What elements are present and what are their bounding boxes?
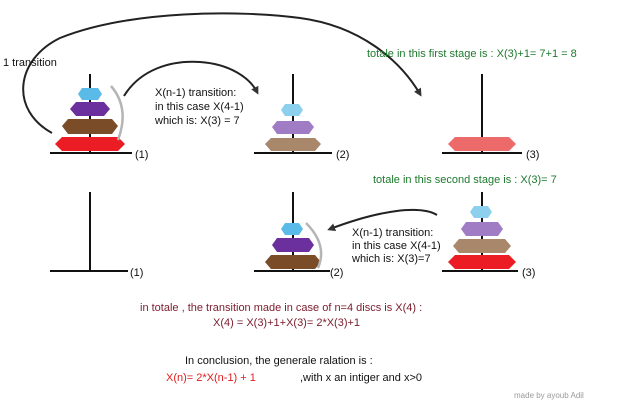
stage1-left-label: 1 transition bbox=[3, 57, 57, 69]
stage2-peg2-disc-3 bbox=[265, 255, 321, 269]
stage2-note-line-1: X(n-1) transition: bbox=[352, 227, 433, 239]
credit-text: made by ayoub Adil bbox=[514, 391, 584, 400]
stage1-disc-4 bbox=[55, 137, 125, 151]
stage2-peg2-disc-2 bbox=[272, 238, 314, 252]
stage1-peg2-disc-3 bbox=[265, 138, 321, 151]
stage2-peg-1 bbox=[50, 192, 128, 272]
stage2-arrow bbox=[327, 208, 438, 231]
stage2-peg3-disc-2 bbox=[461, 222, 503, 236]
stage1-big-arrow bbox=[22, 12, 422, 134]
conclusion-formula: X(n)= 2*X(n-1) + 1 bbox=[166, 372, 256, 384]
stage2-peg-label-3: (3) bbox=[522, 267, 535, 279]
stage1-disc-3 bbox=[62, 119, 118, 134]
stage1-disc-1 bbox=[78, 88, 102, 100]
stage1-note-line-3: which is: X(3) = 7 bbox=[154, 115, 240, 127]
stage2-grey-arc bbox=[305, 222, 323, 269]
stage2-peg3-disc-3 bbox=[453, 239, 511, 253]
stage2-peg3-disc-4 bbox=[448, 255, 516, 269]
stage2-peg3-disc-1 bbox=[470, 206, 492, 218]
stage2-note-line-2: in this case X(4-1) bbox=[352, 240, 441, 252]
stage1-peg2-disc-2 bbox=[272, 121, 314, 134]
stage1-peg-label-1: (1) bbox=[135, 149, 148, 161]
stage1-peg-label-2: (2) bbox=[336, 149, 349, 161]
stage1-grey-arc bbox=[110, 85, 124, 141]
summary-line-1: in totale , the transition made in case … bbox=[140, 302, 422, 314]
summary-line-2: X(4) = X(3)+1+X(3)= 2*X(3)+1 bbox=[213, 317, 360, 329]
stage1-note-line-1: X(n-1) transition: bbox=[155, 87, 236, 99]
conclusion-condition: ,with x an intiger and x>0 bbox=[300, 372, 422, 384]
stage1-disc-2 bbox=[70, 102, 110, 116]
stage1-peg3-disc-4 bbox=[448, 137, 516, 151]
stage2-total: totale in this second stage is : X(3)= 7 bbox=[373, 174, 557, 186]
stage2-peg-label-2: (2) bbox=[330, 267, 343, 279]
conclusion-line-1: In conclusion, the generale ralation is … bbox=[185, 355, 373, 367]
stage2-peg-label-1: (1) bbox=[130, 267, 143, 279]
stage1-peg2-disc-1 bbox=[281, 104, 303, 116]
stage1-peg-label-3: (3) bbox=[526, 149, 539, 161]
stage2-peg2-disc-1 bbox=[281, 223, 303, 235]
stage1-note-line-2: in this case X(4-1) bbox=[155, 101, 244, 113]
stage1-small-arrow bbox=[123, 60, 259, 97]
stage1-total: totale in this first stage is : X(3)+1= … bbox=[367, 48, 577, 60]
stage2-note-line-3: which is: X(3)=7 bbox=[351, 253, 431, 265]
